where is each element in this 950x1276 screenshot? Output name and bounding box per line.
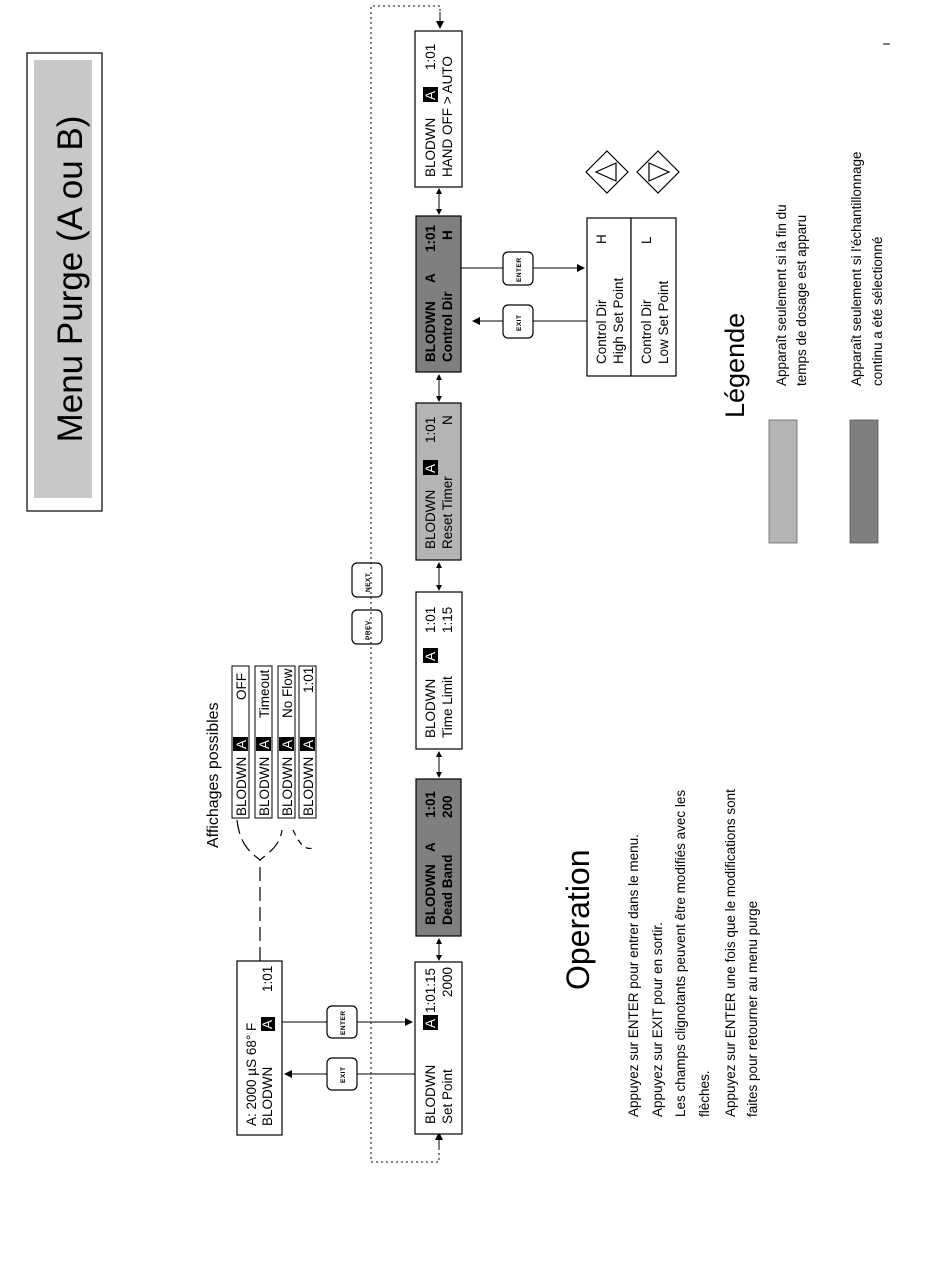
possible-row: BLODWN A Timeout bbox=[254, 665, 273, 819]
operation-line: flèches. bbox=[697, 1070, 712, 1117]
svg-text:1:01: 1:01 bbox=[423, 790, 438, 818]
control-dir-exit-key[interactable]: EXIT bbox=[502, 304, 534, 339]
svg-text:BLODWN: BLODWN bbox=[423, 1065, 438, 1124]
possible-row-badge: A bbox=[280, 740, 295, 749]
svg-text:A: A bbox=[423, 464, 438, 473]
page-title: Menu Purge (A ou B) bbox=[51, 116, 90, 443]
operation-line: faites pour retourner au menu purge bbox=[745, 901, 760, 1117]
legend: Légende Apparaît seulement si la fin du … bbox=[720, 152, 885, 544]
svg-text:1:15: 1:15 bbox=[440, 607, 455, 633]
main-display-time: 1:01 bbox=[260, 966, 275, 992]
possible-row: BLODWN A No Flow bbox=[277, 665, 296, 819]
menu-item-hand-off-auto[interactable]: BLODWN A 1:01 HAND OFF > AUTO bbox=[414, 30, 463, 188]
svg-text:HAND OFF > AUTO: HAND OFF > AUTO bbox=[440, 56, 455, 177]
operation-heading: Operation bbox=[560, 849, 596, 990]
svg-text:H: H bbox=[594, 234, 609, 244]
possible-row-badge: A bbox=[257, 740, 272, 749]
main-display-line1: A: 2000 µS 68° F bbox=[244, 1023, 259, 1126]
svg-text:N: N bbox=[440, 415, 455, 425]
legend-item-line: Apparaît seulement si la fin du bbox=[774, 204, 789, 386]
menu-item-control-dir[interactable]: BLODWN A 1:01 Control Dir H bbox=[415, 215, 462, 373]
title-box: Menu Purge (A ou B) bbox=[26, 52, 103, 512]
svg-text:BLODWN: BLODWN bbox=[423, 118, 438, 177]
main-display-badge: A bbox=[260, 1020, 275, 1029]
svg-text:BLODWN: BLODWN bbox=[423, 864, 438, 925]
possible-row-prefix: BLODWN bbox=[301, 757, 316, 816]
operation-line: Les champs clignotants peuvent être modi… bbox=[673, 790, 688, 1117]
next-key[interactable]: NEXT bbox=[351, 562, 383, 598]
possible-row-prefix: BLODWN bbox=[234, 757, 249, 816]
svg-text:2000: 2000 bbox=[440, 967, 455, 997]
svg-text:A: A bbox=[423, 1019, 438, 1028]
menu-item-reset-timer[interactable]: BLODWN A 1:01 Reset Timer N bbox=[415, 402, 462, 561]
operation-line: Appuyez sur EXIT pour en sortir. bbox=[650, 922, 665, 1117]
svg-text:BLODWN: BLODWN bbox=[423, 301, 438, 362]
svg-text:L: L bbox=[639, 236, 654, 244]
control-dir-option-low[interactable]: Control Dir L Low Set Point bbox=[630, 217, 677, 377]
svg-text:1:01: 1:01 bbox=[423, 44, 438, 70]
svg-text:Low Set Point: Low Set Point bbox=[656, 280, 671, 364]
possible-row-value: OFF bbox=[234, 673, 249, 700]
main-display-line2-prefix: BLODWN bbox=[260, 1067, 275, 1126]
svg-text:High Set Point: High Set Point bbox=[611, 277, 626, 364]
possible-row-badge: A bbox=[234, 740, 249, 749]
menu-item-set-point[interactable]: BLODWN A 1:01:15 Set Point 2000 bbox=[414, 961, 463, 1135]
svg-text:Control Dir: Control Dir bbox=[594, 299, 609, 364]
control-dir-enter-key[interactable]: ENTER bbox=[502, 251, 534, 286]
enter-key[interactable]: ENTER bbox=[326, 1005, 358, 1039]
svg-text:Set Point: Set Point bbox=[440, 1069, 455, 1124]
arrow-down-key[interactable] bbox=[636, 150, 680, 194]
legend-item-line: temps de dosage est apparu bbox=[794, 215, 809, 386]
possible-row-value: No Flow bbox=[280, 668, 295, 718]
svg-text:Control Dir: Control Dir bbox=[440, 291, 455, 362]
possible-row: BLODWN A 1:01 bbox=[298, 665, 317, 819]
menu-item-time-limit[interactable]: BLODWN A 1:01 Time Limit 1:15 bbox=[415, 591, 463, 750]
legend-swatch-light bbox=[768, 419, 798, 544]
possible-row-prefix: BLODWN bbox=[257, 757, 272, 816]
svg-text:H: H bbox=[440, 230, 455, 240]
possible-row-badge: A bbox=[301, 740, 316, 749]
control-dir-option-high[interactable]: Control Dir H High Set Point bbox=[586, 217, 632, 377]
svg-text:Dead Band: Dead Band bbox=[440, 854, 455, 925]
menu-item-dead-band[interactable]: BLODWN A 1:01 Dead Band 200 bbox=[415, 778, 462, 937]
legend-heading: Légende bbox=[720, 313, 750, 418]
possible-row-prefix: BLODWN bbox=[280, 757, 295, 816]
main-display: A: 2000 µS 68° F BLODWN A 1:01 bbox=[236, 960, 283, 1136]
svg-text:EXIT: EXIT bbox=[340, 1067, 347, 1083]
svg-text:BLODWN: BLODWN bbox=[423, 679, 438, 738]
possible-row-value: Timeout bbox=[257, 669, 272, 718]
svg-text:A: A bbox=[423, 842, 438, 852]
possible-row: BLODWN A OFF bbox=[231, 665, 250, 819]
svg-text:Time Limit: Time Limit bbox=[440, 676, 455, 738]
svg-text:PREV.: PREV. bbox=[365, 619, 372, 640]
possible-row-value: 1:01 bbox=[301, 667, 316, 693]
svg-text:A: A bbox=[423, 652, 438, 661]
legend-item-line: continu a été sélectionné bbox=[870, 237, 885, 386]
arrow-up-key[interactable] bbox=[585, 150, 629, 194]
exit-key[interactable]: EXIT bbox=[326, 1057, 358, 1091]
svg-text:EXIT: EXIT bbox=[516, 315, 523, 331]
svg-text:ENTER: ENTER bbox=[516, 257, 523, 282]
legend-swatch-dark bbox=[849, 419, 879, 544]
svg-text:1:01:15: 1:01:15 bbox=[423, 968, 438, 1013]
svg-text:ENTER: ENTER bbox=[340, 1010, 347, 1035]
svg-text:1:01: 1:01 bbox=[423, 224, 438, 252]
svg-text:200: 200 bbox=[440, 795, 455, 818]
operation-line: Appuyez sur ENTER pour entrer dans le me… bbox=[626, 834, 641, 1117]
legend-item-line: Apparaît seulement si l'échantillonnage bbox=[849, 152, 864, 386]
possible-displays-heading: Affichages possibles bbox=[205, 702, 222, 848]
svg-text:1:01: 1:01 bbox=[423, 607, 438, 633]
svg-text:1:01: 1:01 bbox=[423, 417, 438, 443]
svg-text:Control Dir: Control Dir bbox=[639, 299, 654, 364]
prev-key[interactable]: PREV. bbox=[351, 609, 383, 645]
svg-text:BLODWN: BLODWN bbox=[423, 490, 438, 549]
svg-text:A: A bbox=[423, 91, 438, 100]
svg-text:Reset Timer: Reset Timer bbox=[440, 476, 455, 549]
possible-displays: Affichages possibles BLODWN A OFF BLODWN… bbox=[205, 665, 317, 848]
operation-line: Appuyez sur ENTER une fois que le modifi… bbox=[723, 789, 738, 1117]
svg-text:NEXT: NEXT bbox=[365, 573, 372, 592]
svg-text:A: A bbox=[423, 273, 438, 283]
operation-section: Operation Appuyez sur ENTER pour entrer … bbox=[560, 789, 760, 1117]
